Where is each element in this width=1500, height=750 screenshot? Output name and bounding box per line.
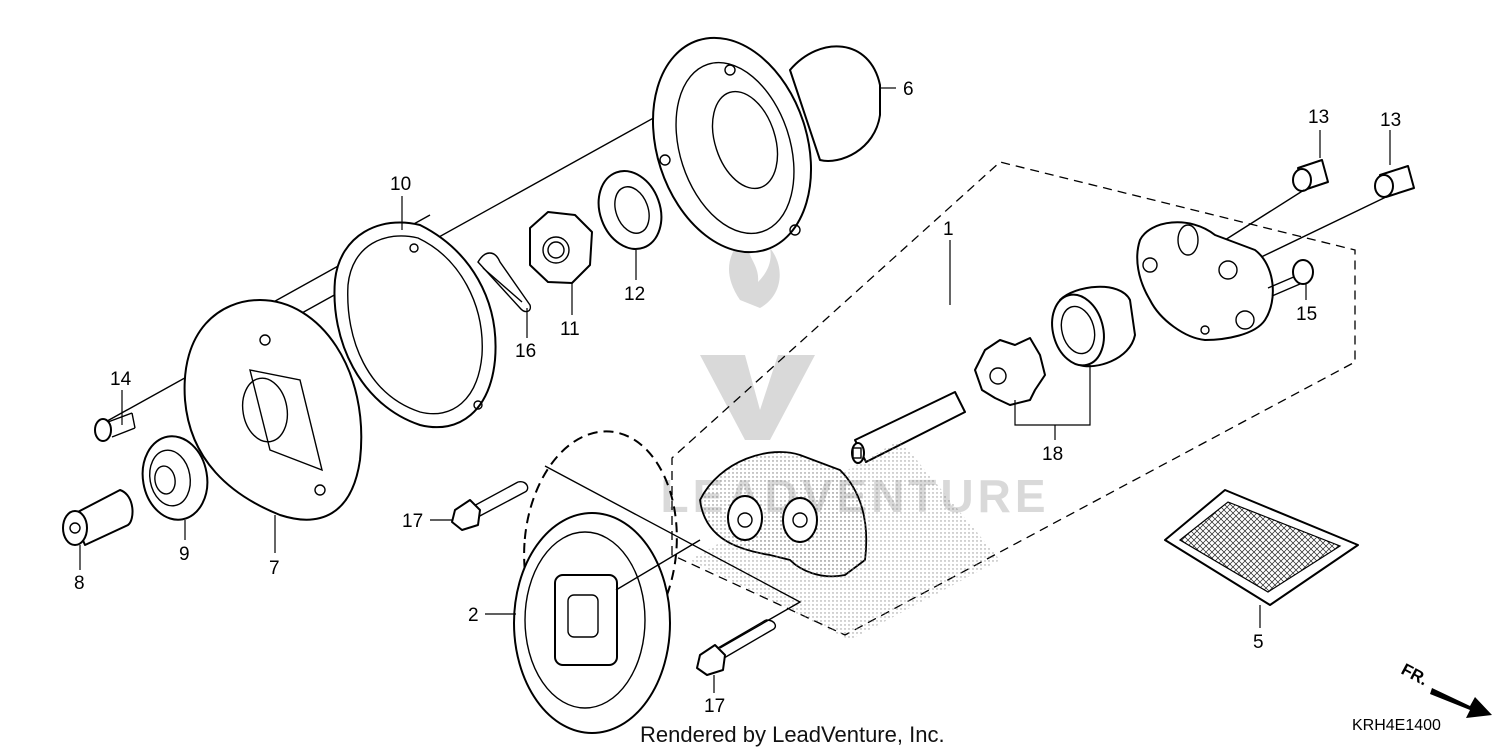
callout-18: 18 [1042, 444, 1063, 465]
inner-rotor-18 [974, 337, 1046, 406]
pump-shaft [851, 391, 966, 464]
callout-2: 2 [468, 605, 479, 626]
callout-9: 9 [179, 544, 190, 565]
callout-6: 6 [903, 79, 914, 100]
pump-cover-7 [183, 299, 363, 521]
diagram-code: KRH4E1400 [1352, 717, 1441, 734]
callout-10: 10 [390, 174, 411, 195]
relief-plunger-8 [62, 489, 134, 546]
front-arrow-icon [1430, 688, 1492, 718]
leader-lines [79, 87, 1391, 693]
callout-17a: 17 [402, 511, 423, 532]
callout-14: 14 [110, 369, 132, 390]
callout-16: 16 [515, 341, 536, 362]
front-arrow-label: FR. [1398, 660, 1431, 690]
callout-15: 15 [1296, 304, 1317, 325]
pump-housing-6 [651, 36, 881, 254]
bolt-17a [451, 481, 529, 531]
gasket-10 [333, 221, 497, 429]
callout-13b: 13 [1380, 110, 1401, 131]
outer-rotor-18 [1051, 285, 1136, 368]
pump-gear-2 [513, 430, 678, 734]
callout-7: 7 [269, 558, 280, 579]
dowel-pin-13a [1292, 159, 1329, 192]
cotter-pin-16 [477, 252, 532, 313]
callout-5: 5 [1253, 632, 1264, 653]
callout-17b: 17 [704, 696, 725, 717]
callout-1: 1 [943, 219, 954, 240]
oil-seal-12 [597, 170, 663, 250]
pump-body-1 [690, 440, 1000, 640]
callout-11: 11 [560, 319, 580, 340]
bolt-15 [1267, 259, 1314, 297]
bolt-17b [696, 619, 777, 676]
footer-credit: Rendered by LeadVenture, Inc. [640, 722, 945, 747]
front-direction-arrow: FR. [1398, 660, 1492, 718]
callout-12: 12 [624, 284, 645, 305]
callout-8: 8 [74, 573, 85, 594]
relief-spring-9 [141, 435, 209, 521]
screw-14 [94, 412, 136, 442]
callout-labels: 6 10 12 11 16 14 7 9 8 1 13 13 15 18 5 1… [74, 79, 1401, 717]
pump-plate [1136, 221, 1274, 341]
oil-strainer-5 [1164, 489, 1359, 606]
dowel-pin-13b [1374, 165, 1415, 198]
castle-nut-11 [529, 211, 593, 284]
callout-13a: 13 [1308, 107, 1329, 128]
